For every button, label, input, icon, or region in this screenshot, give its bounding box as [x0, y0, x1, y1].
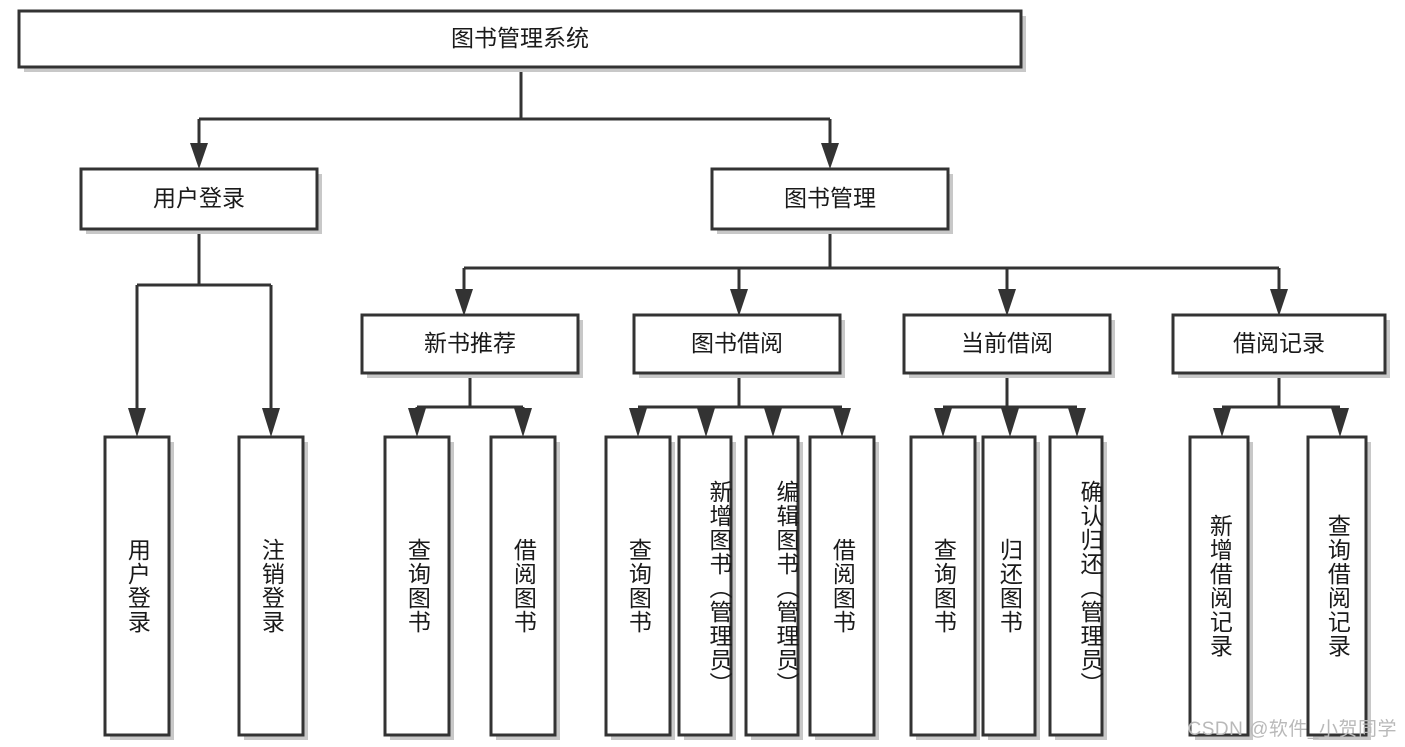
leaf-box-borrow-query[interactable] [604, 435, 672, 737]
arrow-to-book-manage [821, 143, 839, 169]
arrow-borrow-lend [833, 408, 851, 437]
new-book-label: 新书推荐 [424, 330, 516, 356]
arrow-leaf-user-login [128, 408, 146, 437]
leaf-box-layer [103, 435, 1371, 740]
leaf-box-record-query[interactable] [1306, 435, 1368, 737]
node-book-borrow[interactable]: 图书借阅 [632, 313, 845, 378]
node-borrow-record[interactable]: 借阅记录 [1171, 313, 1390, 378]
arrow-newbook-query [408, 408, 426, 437]
connector-layer [128, 68, 1349, 437]
leaf-box-newbook-borrow[interactable] [489, 435, 557, 737]
book-manage-box[interactable] [710, 167, 950, 231]
user-login-box[interactable] [79, 167, 319, 231]
csdn-watermark: CSDN @软件_小贺同学 [1187, 719, 1397, 740]
arrow-to-newbook [455, 289, 473, 316]
leaf-box-borrow-lend[interactable] [808, 435, 876, 737]
book-manage-label: 图书管理 [784, 185, 876, 211]
leaf-box-record-add[interactable] [1188, 435, 1250, 737]
arrow-current-query [934, 408, 952, 437]
arrow-record-query [1331, 408, 1349, 437]
node-user-login[interactable]: 用户登录 [79, 167, 322, 234]
leaf-box-newbook-query[interactable] [383, 435, 451, 737]
arrow-record-add [1213, 408, 1231, 437]
current-borrow-label: 当前借阅 [961, 330, 1053, 356]
root-box[interactable] [17, 9, 1023, 69]
new-book-box[interactable] [360, 313, 580, 375]
book-borrow-label: 图书借阅 [691, 330, 783, 356]
arrow-current-confirm [1068, 408, 1086, 437]
arrow-borrow-edit [764, 408, 782, 437]
arrow-leaf-logout [262, 408, 280, 437]
leaf-box-current-return[interactable] [981, 435, 1037, 737]
node-new-book-recommend[interactable]: 新书推荐 [360, 313, 583, 378]
arrow-to-borrow [730, 289, 748, 316]
node-book-manage[interactable]: 图书管理 [710, 167, 953, 234]
arrow-borrow-query [629, 408, 647, 437]
arrow-to-user-login [190, 143, 208, 169]
leaf-box-logout[interactable] [237, 435, 305, 737]
leaf-box-borrow-add[interactable] [677, 435, 733, 737]
leaf-box-borrow-edit[interactable] [744, 435, 800, 737]
current-borrow-box[interactable] [902, 313, 1112, 375]
arrow-to-record [1270, 289, 1288, 316]
leaf-box-user-login[interactable] [103, 435, 171, 737]
arrow-borrow-add [697, 408, 715, 437]
leaf-box-current-confirm[interactable] [1048, 435, 1104, 737]
borrow-record-box[interactable] [1171, 313, 1387, 375]
arrow-to-current [998, 289, 1016, 316]
leaf-box-current-query[interactable] [909, 435, 977, 737]
arrow-current-return [1001, 408, 1019, 437]
root-label: 图书管理系统 [451, 25, 589, 51]
borrow-record-label: 借阅记录 [1233, 330, 1325, 356]
user-login-label: 用户登录 [153, 185, 245, 211]
node-current-borrow[interactable]: 当前借阅 [902, 313, 1115, 378]
arrow-newbook-borrow [514, 408, 532, 437]
book-borrow-box[interactable] [632, 313, 842, 375]
node-root[interactable]: 图书管理系统 [17, 9, 1026, 72]
